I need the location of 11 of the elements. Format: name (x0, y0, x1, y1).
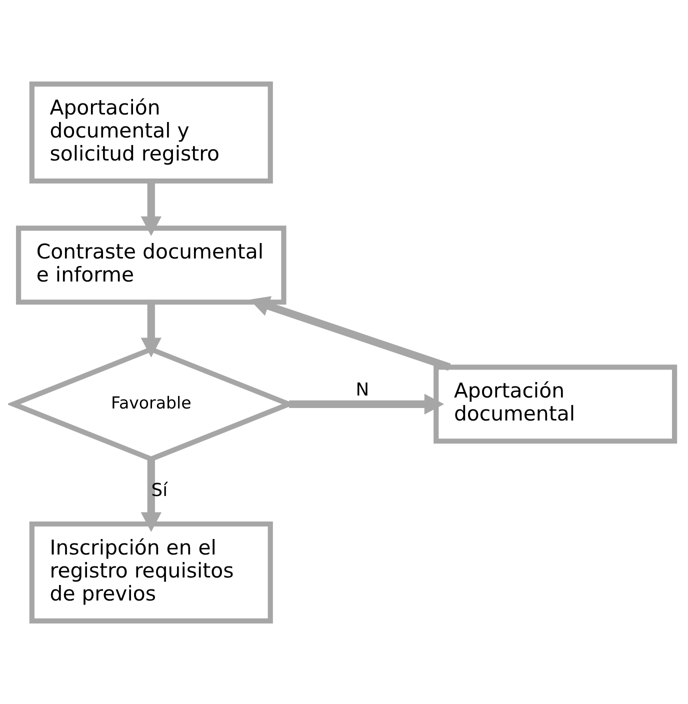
edge-label: Sí (151, 480, 168, 501)
arrow (289, 393, 444, 414)
arrow (140, 302, 162, 357)
node-box: Inscripción en el registro requisitos de previos (29, 520, 273, 623)
arrow (250, 296, 451, 370)
edge-label: N (356, 378, 370, 400)
node-box: Aportación documental (434, 364, 678, 444)
arrow (140, 180, 162, 236)
arrow (140, 458, 162, 532)
node-box: Aportación documental y solicitud registro (29, 81, 273, 184)
node-box: Contraste documental e informe (16, 225, 286, 304)
